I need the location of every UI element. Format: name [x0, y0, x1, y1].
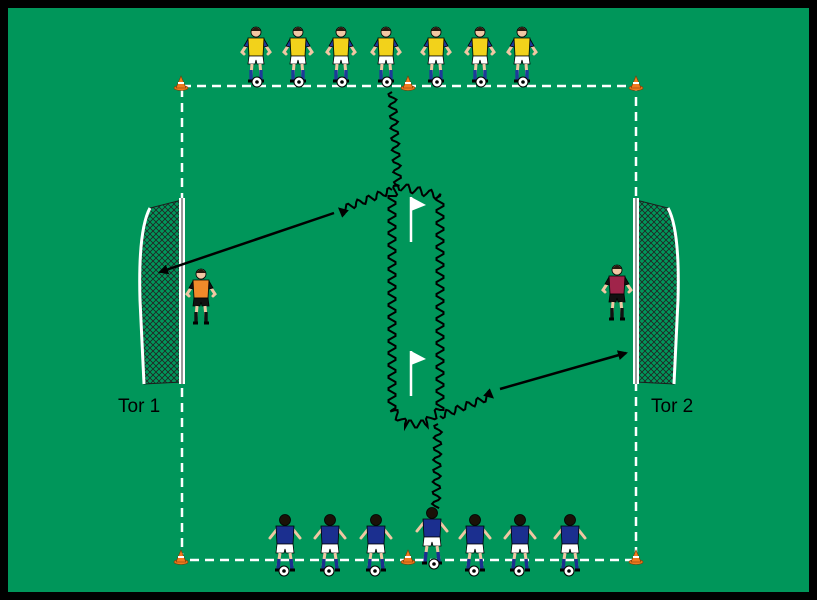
ball-icon [323, 565, 335, 577]
player-blue [458, 514, 492, 577]
shot-arrow-left [158, 211, 335, 275]
ball-icon [475, 76, 487, 88]
flag-icon [409, 351, 426, 396]
ball-icon [431, 76, 443, 88]
goal-right-icon [633, 198, 680, 385]
player-blue [313, 514, 347, 577]
ball-icon [381, 76, 393, 88]
goalkeeper-left [185, 268, 217, 325]
ball-icon [369, 565, 381, 577]
ball-icon [278, 565, 290, 577]
ball-icon [513, 565, 525, 577]
cone-icon [173, 75, 189, 91]
player-yellow-dribbler [370, 26, 402, 88]
player-yellow [325, 26, 357, 88]
player-yellow [282, 26, 314, 88]
goal-1-label: Tor 1 [118, 396, 161, 417]
dribble-exit-left [337, 186, 393, 218]
ball-icon [468, 565, 480, 577]
goalkeeper-right [601, 264, 633, 321]
goal-2-label: Tor 2 [651, 396, 694, 417]
ball-icon [293, 76, 305, 88]
cone-icon [628, 75, 644, 91]
flag-icon [409, 197, 426, 242]
player-blue [553, 514, 587, 577]
player-yellow [240, 26, 272, 88]
dribble-path-bottom [430, 423, 444, 509]
dribble-path [387, 183, 445, 432]
dribble-path-top [387, 91, 403, 187]
cone-icon [400, 75, 416, 91]
ball-icon [517, 76, 529, 88]
player-blue [503, 514, 537, 577]
shot-arrow-right [499, 350, 628, 391]
dribble-exit-right [439, 388, 495, 420]
ball-icon [251, 76, 263, 88]
player-blue [359, 514, 393, 577]
ball-icon [336, 76, 348, 88]
goal-left-icon [138, 198, 185, 385]
cone-icon [400, 549, 416, 565]
cone-icon [173, 549, 189, 565]
ball-icon [563, 565, 575, 577]
player-yellow [506, 26, 538, 88]
player-yellow [464, 26, 496, 88]
player-blue-dribbler [415, 507, 449, 570]
ball-icon [428, 558, 440, 570]
cone-icon [628, 549, 644, 565]
player-yellow [420, 26, 452, 88]
player-blue [268, 514, 302, 577]
